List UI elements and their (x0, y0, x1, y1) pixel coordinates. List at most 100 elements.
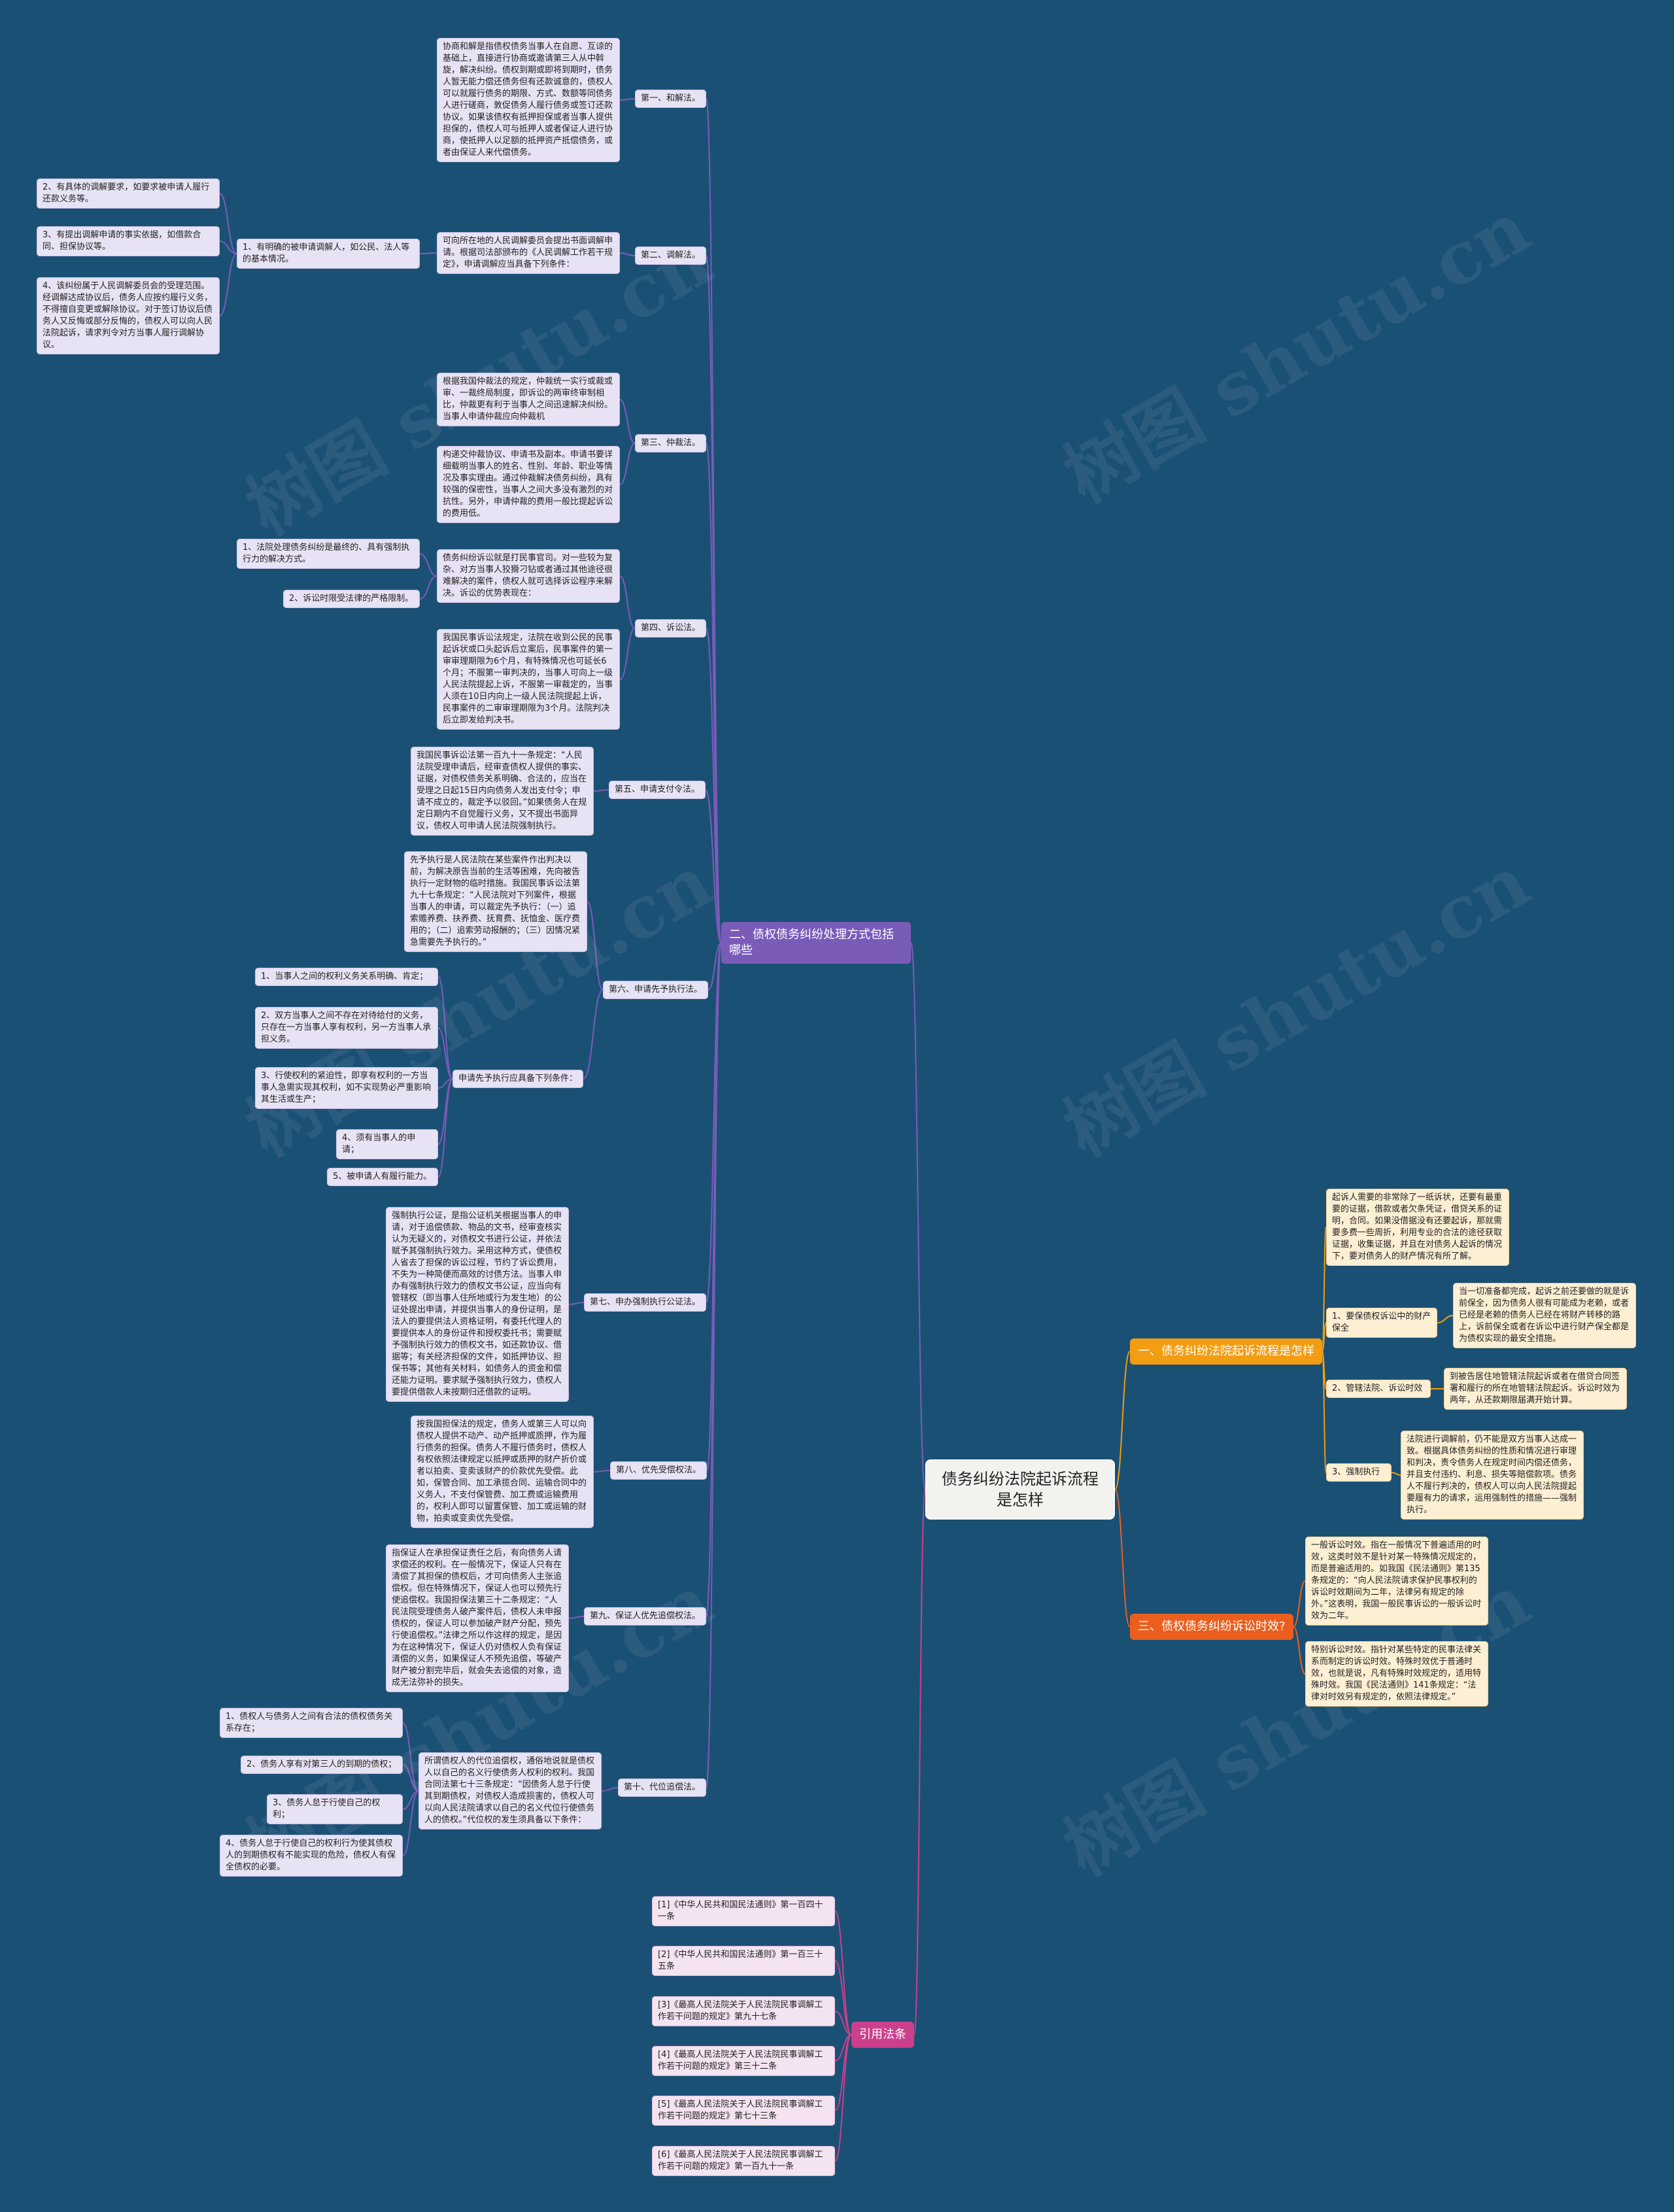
method-8-label[interactable]: 第八、优先受偿权法。 (610, 1461, 708, 1480)
connector (706, 255, 722, 944)
limitation-special: 特别诉讼时效。指针对某些特定的民事法律关系而制定的诉讼时效。特殊时效优于普通时效… (1305, 1641, 1488, 1707)
connector (834, 2034, 852, 2162)
method-6-label[interactable]: 第六、申请先予执行法。 (603, 981, 709, 999)
connector (619, 399, 636, 444)
method-2-sub-item: 3、有提出调解申请的事实依据，如借款合同、担保协议等。 (37, 226, 220, 256)
lawsuit-step-1-text: 当一切准备都完成，起诉之前还要做的就是诉前保全，因为债务人很有可能成为老赖，或者… (1453, 1283, 1636, 1348)
connector (706, 942, 722, 1788)
connector (619, 252, 636, 256)
connector (706, 942, 722, 1617)
method-10-note: 2、债务人享有对第三人的到期的债权； (241, 1756, 403, 1774)
method-4-label[interactable]: 第四、诉讼法。 (635, 619, 707, 638)
connector (601, 1787, 619, 1792)
method-8-text: 按我国担保法的规定，债务人或第三人可以向债权人提供不动产、动产抵押或质押，作为履… (411, 1416, 594, 1528)
method-9-text: 指保证人在承担保证责任之后，有向债务人请求偿还的权利。在一般情况下，保证人只有在… (386, 1544, 569, 1692)
method-10-note: 3、债务人怠于行使自己的权利； (267, 1794, 403, 1824)
cited-law-item[interactable]: [5]《最高人民法院关于人民法院民事调解工作若干问题的规定》第七十三条 (652, 2096, 835, 2126)
method-3-label[interactable]: 第三、仲裁法。 (635, 434, 707, 452)
connector (619, 628, 636, 680)
root-topic[interactable]: 债务纠纷法院起诉流程是怎样 (925, 1459, 1115, 1520)
cited-law-item[interactable]: [1]《中华人民共和国民法通则》第一百四十一条 (652, 1896, 835, 1926)
method-4-text: 我国民事诉讼法规定，法院在收到公民的民事起诉状或口头起诉后立案后，民事案件的第一… (437, 629, 620, 730)
connector (593, 789, 609, 792)
connector (619, 443, 636, 485)
method-4-note: 1、法院处理债务纠纷是最终的、具有强制执行力的解决方式。 (237, 539, 420, 569)
method-2-sub-item: 4、该纠纷属于人民调解委员会的受理范围。经调解达成协议后，债务人应按约履行义务，… (37, 277, 220, 354)
method-4-text: 债务纠纷诉讼就是打民事官司。对一些较为复杂、对方当事人狡猾刁钻或者通过其他途径很… (437, 549, 620, 603)
connector (402, 1790, 419, 1856)
connector (1293, 1626, 1306, 1675)
connector (619, 98, 636, 101)
connector (914, 1489, 926, 2035)
connector (708, 942, 722, 991)
cited-law-item[interactable]: [4]《最高人民法院关于人民法院民事调解工作若干问题的规定》第三十二条 (652, 2046, 835, 2076)
connector (219, 193, 237, 254)
method-6-sub-item: 1、当事人之间的权利义务关系明确、肯定； (255, 968, 438, 986)
method-4-note: 2、诉讼时限受法律的严格限制。 (283, 590, 420, 608)
method-7-label[interactable]: 第七、申办强制执行公证法。 (584, 1293, 707, 1312)
connector (402, 1764, 419, 1792)
method-7-text: 强制执行公证，是指公证机关根据当事人的申请，对于追偿债款、物品的文书，经审查核实… (386, 1207, 569, 1402)
cited-law-item[interactable]: [6]《最高人民法院关于人民法院民事调解工作若干问题的规定》第一百九十一条 (652, 2146, 835, 2176)
connector (1322, 1351, 1327, 1473)
method-2-label[interactable]: 第二、调解法。 (635, 247, 707, 265)
method-10-note: 1、债权人与债务人之间有合法的债权债务关系存在； (220, 1708, 403, 1738)
lawsuit-step-1: 1、要保债权诉讼中的财产保全 (1326, 1308, 1437, 1338)
cited-law-item[interactable]: [3]《最高人民法院关于人民法院民事调解工作若干问题的规定》第九十七条 (652, 1996, 835, 2026)
connector (568, 1616, 585, 1619)
method-10-label[interactable]: 第十、代位追偿法。 (618, 1778, 707, 1797)
connector (219, 253, 237, 316)
method-5-label[interactable]: 第五、申请支付令法。 (609, 781, 706, 799)
method-6-sub-item: 3、行使权利的紧迫性，即享有权利的一方当事人急需实现其权利，如不实现势必严重影响… (255, 1067, 438, 1109)
connector (437, 1027, 453, 1080)
branch-lawsuit-process[interactable]: 一、债务纠纷法院起诉流程是怎样 (1130, 1338, 1322, 1365)
connector (402, 1722, 419, 1792)
method-10-note: 4、债务人怠于行使自己的权利行为使其债权人的到期债权有不能实现的危险，债权人有保… (220, 1835, 403, 1877)
connector (1322, 1322, 1327, 1352)
branch-cited-laws[interactable]: 引用法条 (851, 2022, 914, 2048)
connector (568, 1302, 585, 1305)
method-3-text: 构递交仲裁协议、申请书及副本。申请书要详细载明当事人的姓名、性别、年龄、职业等情… (437, 446, 620, 523)
branch-debt-dispute-methods[interactable]: 二、债权债务纠纷处理方式包括哪些 (721, 922, 911, 964)
limitation-general: 一般诉讼时效。指在一般情况下普遍适用的时效，这类时效不是针对某一特殊情况规定的，… (1305, 1537, 1488, 1625)
connector (706, 98, 722, 944)
connector (706, 942, 722, 1303)
connector (419, 575, 437, 600)
lawsuit-step-3: 3、强制执行 (1326, 1463, 1392, 1482)
connector (583, 989, 604, 1080)
lawsuit-step-2: 2、管辖法院、诉讼时效 (1326, 1380, 1431, 1398)
method-10-text: 所谓债权人的代位追偿权，通俗地说就是债权人以自己的名义行使债务人权利的权利。我国… (418, 1752, 602, 1829)
connector (593, 1470, 611, 1472)
connector (587, 901, 604, 991)
method-6-sub-item: 2、双方当事人之间不存在对待给付的义务，只存在一方当事人享有权利，另一方当事人承… (255, 1007, 438, 1049)
lawsuit-step-2-text: 到被告居住地管辖法院起诉或者在借贷合同签署和履行的所在地管辖法院起诉。诉讼时效为… (1444, 1368, 1627, 1410)
connector (437, 976, 453, 1080)
method-2-text: 可向所在地的人民调解委员会提出书面调解申请。根据司法部颁布的《人民调解工作若干规… (437, 232, 620, 274)
connector (1437, 1315, 1454, 1323)
method-6-sub-item: 4、须有当事人的申请； (336, 1129, 438, 1159)
connector (419, 252, 437, 254)
connector (834, 1960, 852, 2035)
method-6-sub-label: 申请先予执行应具备下列条件： (453, 1070, 583, 1088)
method-9-label[interactable]: 第九、保证人优先追偿权法。 (584, 1607, 707, 1625)
connector (437, 1078, 453, 1178)
connector (419, 553, 437, 577)
connector (1391, 1472, 1401, 1476)
lawsuit-process-intro: 起诉人需要的非常除了一纸诉状，还要有最重要的证据，借款或者欠条凭证，借贷关系的证… (1326, 1189, 1509, 1266)
branch-limitation-period[interactable]: 三、债权债务纠纷诉讼时效? (1130, 1614, 1293, 1640)
method-1-label[interactable]: 第一、和解法。 (635, 90, 707, 108)
method-1-text: 协商和解是指债权债务当事人在自愿、互谅的基础上，直接进行协商或邀请第三人从中斡旋… (437, 38, 620, 162)
method-2-sub-label: 1、有明确的被申请调解人，如公民、法人等的基本情况。 (237, 239, 420, 269)
connector (619, 575, 636, 629)
method-5-text: 我国民事诉讼法第一百九十一条规定：“人民法院受理申请后，经审查债权人提供的事实、… (411, 747, 594, 836)
method-3-text: 根据我国仲裁法的规定，仲裁统一实行或裁或审、一裁终局制度，即诉讼的两审终审制相比… (437, 373, 620, 426)
cited-law-item[interactable]: [2]《中华人民共和国民法通则》第一百三十五条 (652, 1946, 835, 1976)
lawsuit-step-3-text: 法院进行调解前，仍不能是双方当事人达成一致。根据具体债务纠纷的性质和情况进行审理… (1401, 1431, 1584, 1520)
connector (219, 241, 237, 254)
connector (1114, 1489, 1131, 1627)
connector (834, 1911, 852, 2035)
connector (705, 789, 722, 944)
connector (834, 2011, 852, 2035)
connector (1293, 1580, 1306, 1627)
